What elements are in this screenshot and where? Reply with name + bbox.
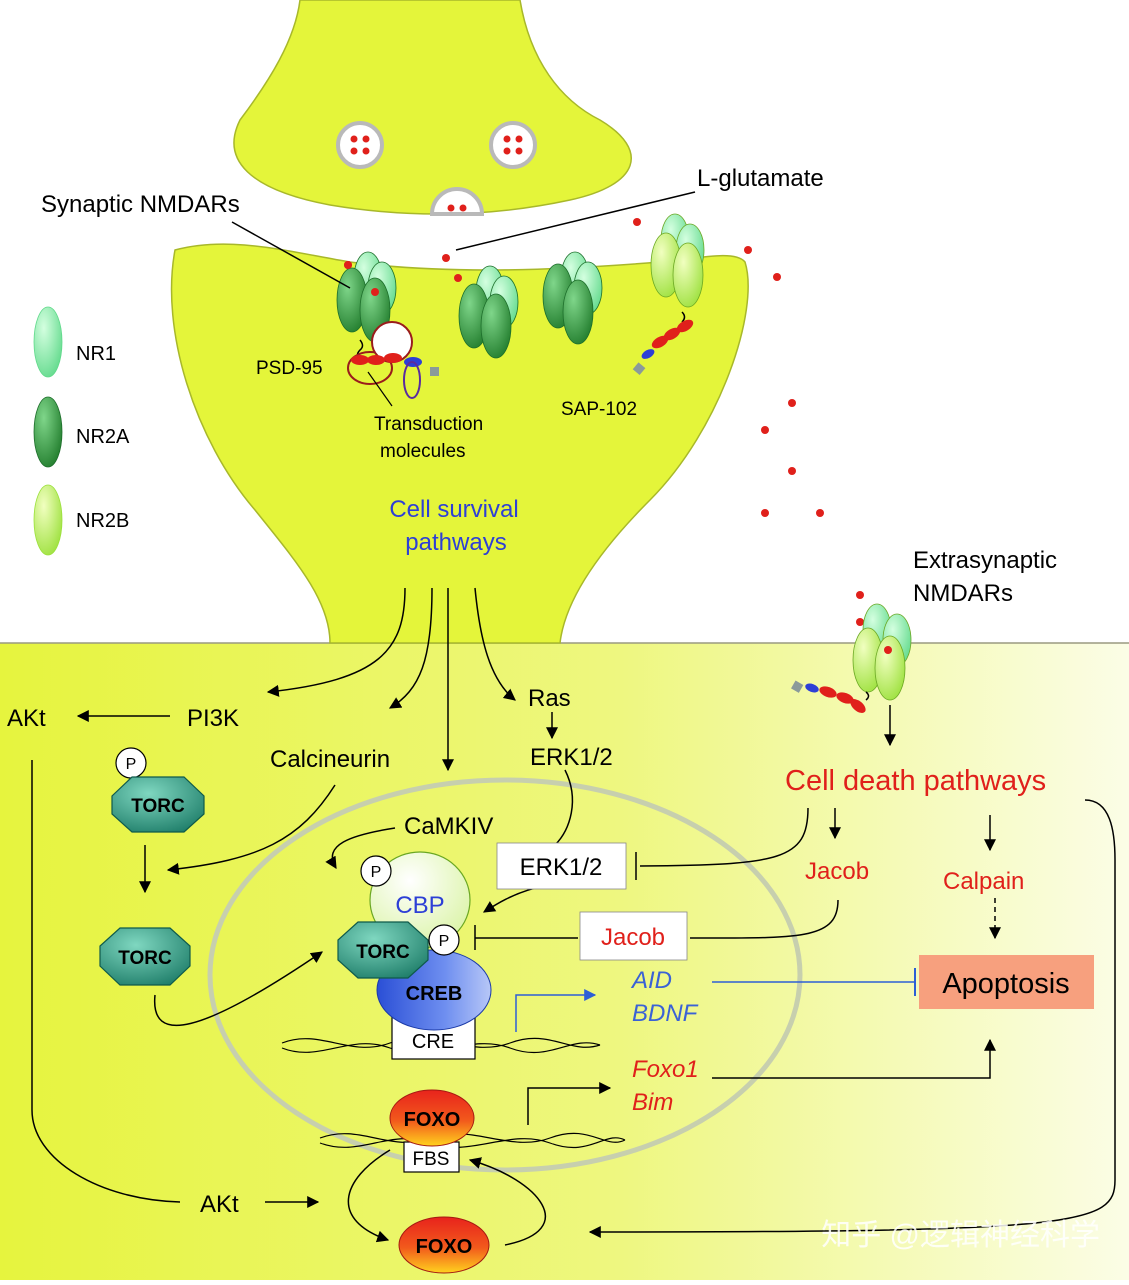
- sap102-label: SAP-102: [561, 399, 637, 420]
- l-glutamate-label: L-glutamate: [697, 165, 824, 192]
- cre-label: CRE: [412, 1031, 454, 1053]
- calcineurin-label: Calcineurin: [270, 746, 390, 773]
- phospho-label: P: [439, 933, 450, 950]
- legend-label-nr1: NR1: [76, 343, 116, 365]
- cell-death-label: Cell death pathways: [785, 765, 1046, 797]
- cell-survival-label-1: Cell survival: [389, 496, 518, 523]
- phospho-label: P: [126, 756, 137, 773]
- synaptic-vesicle: [489, 121, 537, 169]
- bdnf-gene: BDNF: [632, 1000, 699, 1027]
- ras-label: Ras: [528, 685, 571, 712]
- pi3k-label: PI3K: [187, 705, 239, 732]
- calpain-label: Calpain: [943, 868, 1024, 895]
- apoptosis-box: Apoptosis: [919, 955, 1094, 1009]
- extrasynaptic-label-1: Extrasynaptic: [913, 547, 1057, 574]
- legend-label-nr2b: NR2B: [76, 510, 129, 532]
- legend-swatch-nr1: [33, 306, 63, 378]
- erk-box: ERK1/2: [496, 842, 627, 890]
- erk-label: ERK1/2: [530, 744, 613, 771]
- nucleus-envelope: [207, 777, 803, 1173]
- camkiv-label: CaMKIV: [404, 813, 493, 840]
- erk-box-label: ERK1/2: [520, 854, 603, 881]
- sap102-scaffold: [632, 311, 694, 376]
- extrasynaptic-scaffold: [791, 680, 870, 713]
- psd95-label: PSD-95: [256, 358, 323, 379]
- transduction-label-1: Transduction: [374, 414, 483, 435]
- torc-label: TORC: [118, 948, 172, 969]
- aid-gene: AID: [630, 967, 672, 994]
- synaptic-nmdar-receptor: [458, 265, 519, 359]
- legend-swatch-nr2b: [33, 484, 63, 556]
- cell-survival-label-2: pathways: [405, 529, 506, 556]
- foxo-cytoplasmic: FOXO: [398, 1216, 490, 1274]
- synaptic-vesicle: [336, 121, 384, 169]
- foxo-label: FOXO: [416, 1236, 473, 1258]
- postsynaptic-spine: [170, 243, 749, 644]
- psd95-scaffold: [347, 321, 439, 399]
- presynaptic-terminal: [233, 0, 632, 215]
- transcription-arrow: [515, 989, 597, 1032]
- creb-complex: CBP P CRE CREB TORC P: [337, 851, 492, 1060]
- synaptic-nmdars-label: Synaptic NMDARs: [41, 191, 240, 218]
- foxo-label: FOXO: [404, 1109, 461, 1131]
- transduction-label-2: molecules: [380, 441, 466, 462]
- bim-gene: Bim: [632, 1089, 673, 1116]
- cbp-label: CBP: [395, 892, 444, 919]
- legend: NR1 NR2A NR2B: [33, 306, 130, 556]
- synaptic-nmdar-receptor: [336, 251, 397, 343]
- glutamate-molecules: [344, 218, 892, 654]
- foxo-nuclear: FBS FOXO: [389, 1089, 475, 1173]
- nr2b-receptor: [650, 213, 705, 308]
- watermark: 知乎 @逻辑神经科学: [821, 1219, 1100, 1252]
- apoptosis-label: Apoptosis: [942, 968, 1069, 1000]
- jacob-label: Jacob: [805, 858, 869, 885]
- fbs-box: [403, 1141, 460, 1173]
- fbs-label: FBS: [413, 1149, 450, 1170]
- foxo1-gene: Foxo1: [632, 1056, 699, 1083]
- legend-swatch-nr2a: [33, 396, 63, 468]
- jacob-box-label: Jacob: [601, 924, 665, 951]
- survival-pathway-arrows: [31, 587, 1116, 1246]
- torc-label: TORC: [131, 796, 185, 817]
- phospho-label: P: [371, 864, 382, 881]
- synaptic-nmdar-receptor: [542, 251, 603, 345]
- akt-bottom-label: AKt: [200, 1191, 239, 1218]
- torc-phospho: P TORC: [111, 747, 205, 833]
- akt-label: AKt: [7, 705, 46, 732]
- fusing-vesicle: [429, 187, 485, 216]
- legend-label-nr2a: NR2A: [76, 426, 130, 448]
- creb-label: CREB: [406, 983, 463, 1005]
- torc: TORC: [99, 927, 191, 986]
- dna-fbs: [319, 1132, 626, 1149]
- extrasynaptic-label-2: NMDARs: [913, 580, 1013, 607]
- torc-label: TORC: [356, 942, 410, 963]
- jacob-box: Jacob: [579, 911, 688, 961]
